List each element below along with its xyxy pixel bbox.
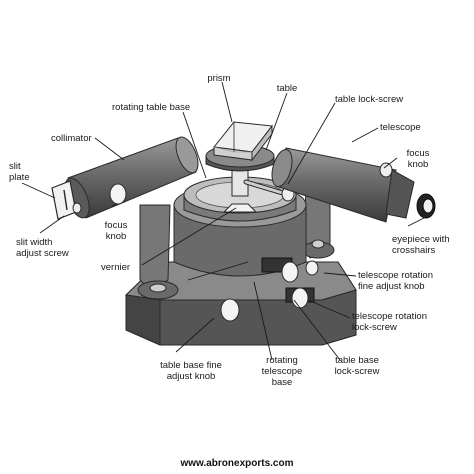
label-collimator-focus-knob: focus knob — [104, 220, 128, 242]
label-eyepiece-with-crosshairs: eyepiece with crosshairs — [392, 234, 450, 256]
front-knobs — [220, 257, 319, 322]
table-lock-screw — [243, 179, 295, 202]
label-collimator: collimator — [51, 133, 92, 144]
collimator-focus-knob — [109, 183, 127, 205]
label-table-base-lock-screw: table base lock-screw — [334, 355, 380, 377]
telescope-rotation-lock-screw — [291, 287, 309, 309]
prism — [213, 121, 273, 162]
telescope-rotation-fine-adjust-knob — [281, 261, 299, 283]
collimator-support — [137, 204, 179, 300]
footer-website: www.abronexports.com — [180, 458, 294, 469]
telescope — [271, 147, 415, 223]
label-rotating-table-base: rotating table base — [112, 102, 191, 113]
label-table-lock-screw: table lock-screw — [335, 94, 404, 105]
label-telescope-focus-knob: focus knob — [406, 148, 430, 170]
eyepiece — [416, 193, 436, 219]
label-telescope-rotation-lock-screw: telescope rotation lock-screw — [352, 311, 427, 333]
label-telescope: telescope — [380, 122, 421, 133]
table-base-fine-adjust-knob — [220, 298, 240, 322]
label-vernier: vernier — [101, 262, 131, 273]
leader-lines — [21, 81, 429, 361]
label-slit-plate: slit plate — [9, 161, 30, 183]
slit-plate — [51, 180, 82, 220]
label-table-base-fine-adjust-knob: table base fine adjust knob — [160, 360, 222, 382]
label-prism: prism — [207, 73, 231, 84]
label-slit-width-adjust-screw: slit width adjust screw — [16, 237, 69, 259]
label-table: table — [276, 83, 298, 94]
label-telescope-rotation-fine-adjust-knob: telescope rotation fine adjust knob — [358, 270, 433, 292]
label-rotating-telescope-base: rotating telescope base — [261, 355, 303, 388]
